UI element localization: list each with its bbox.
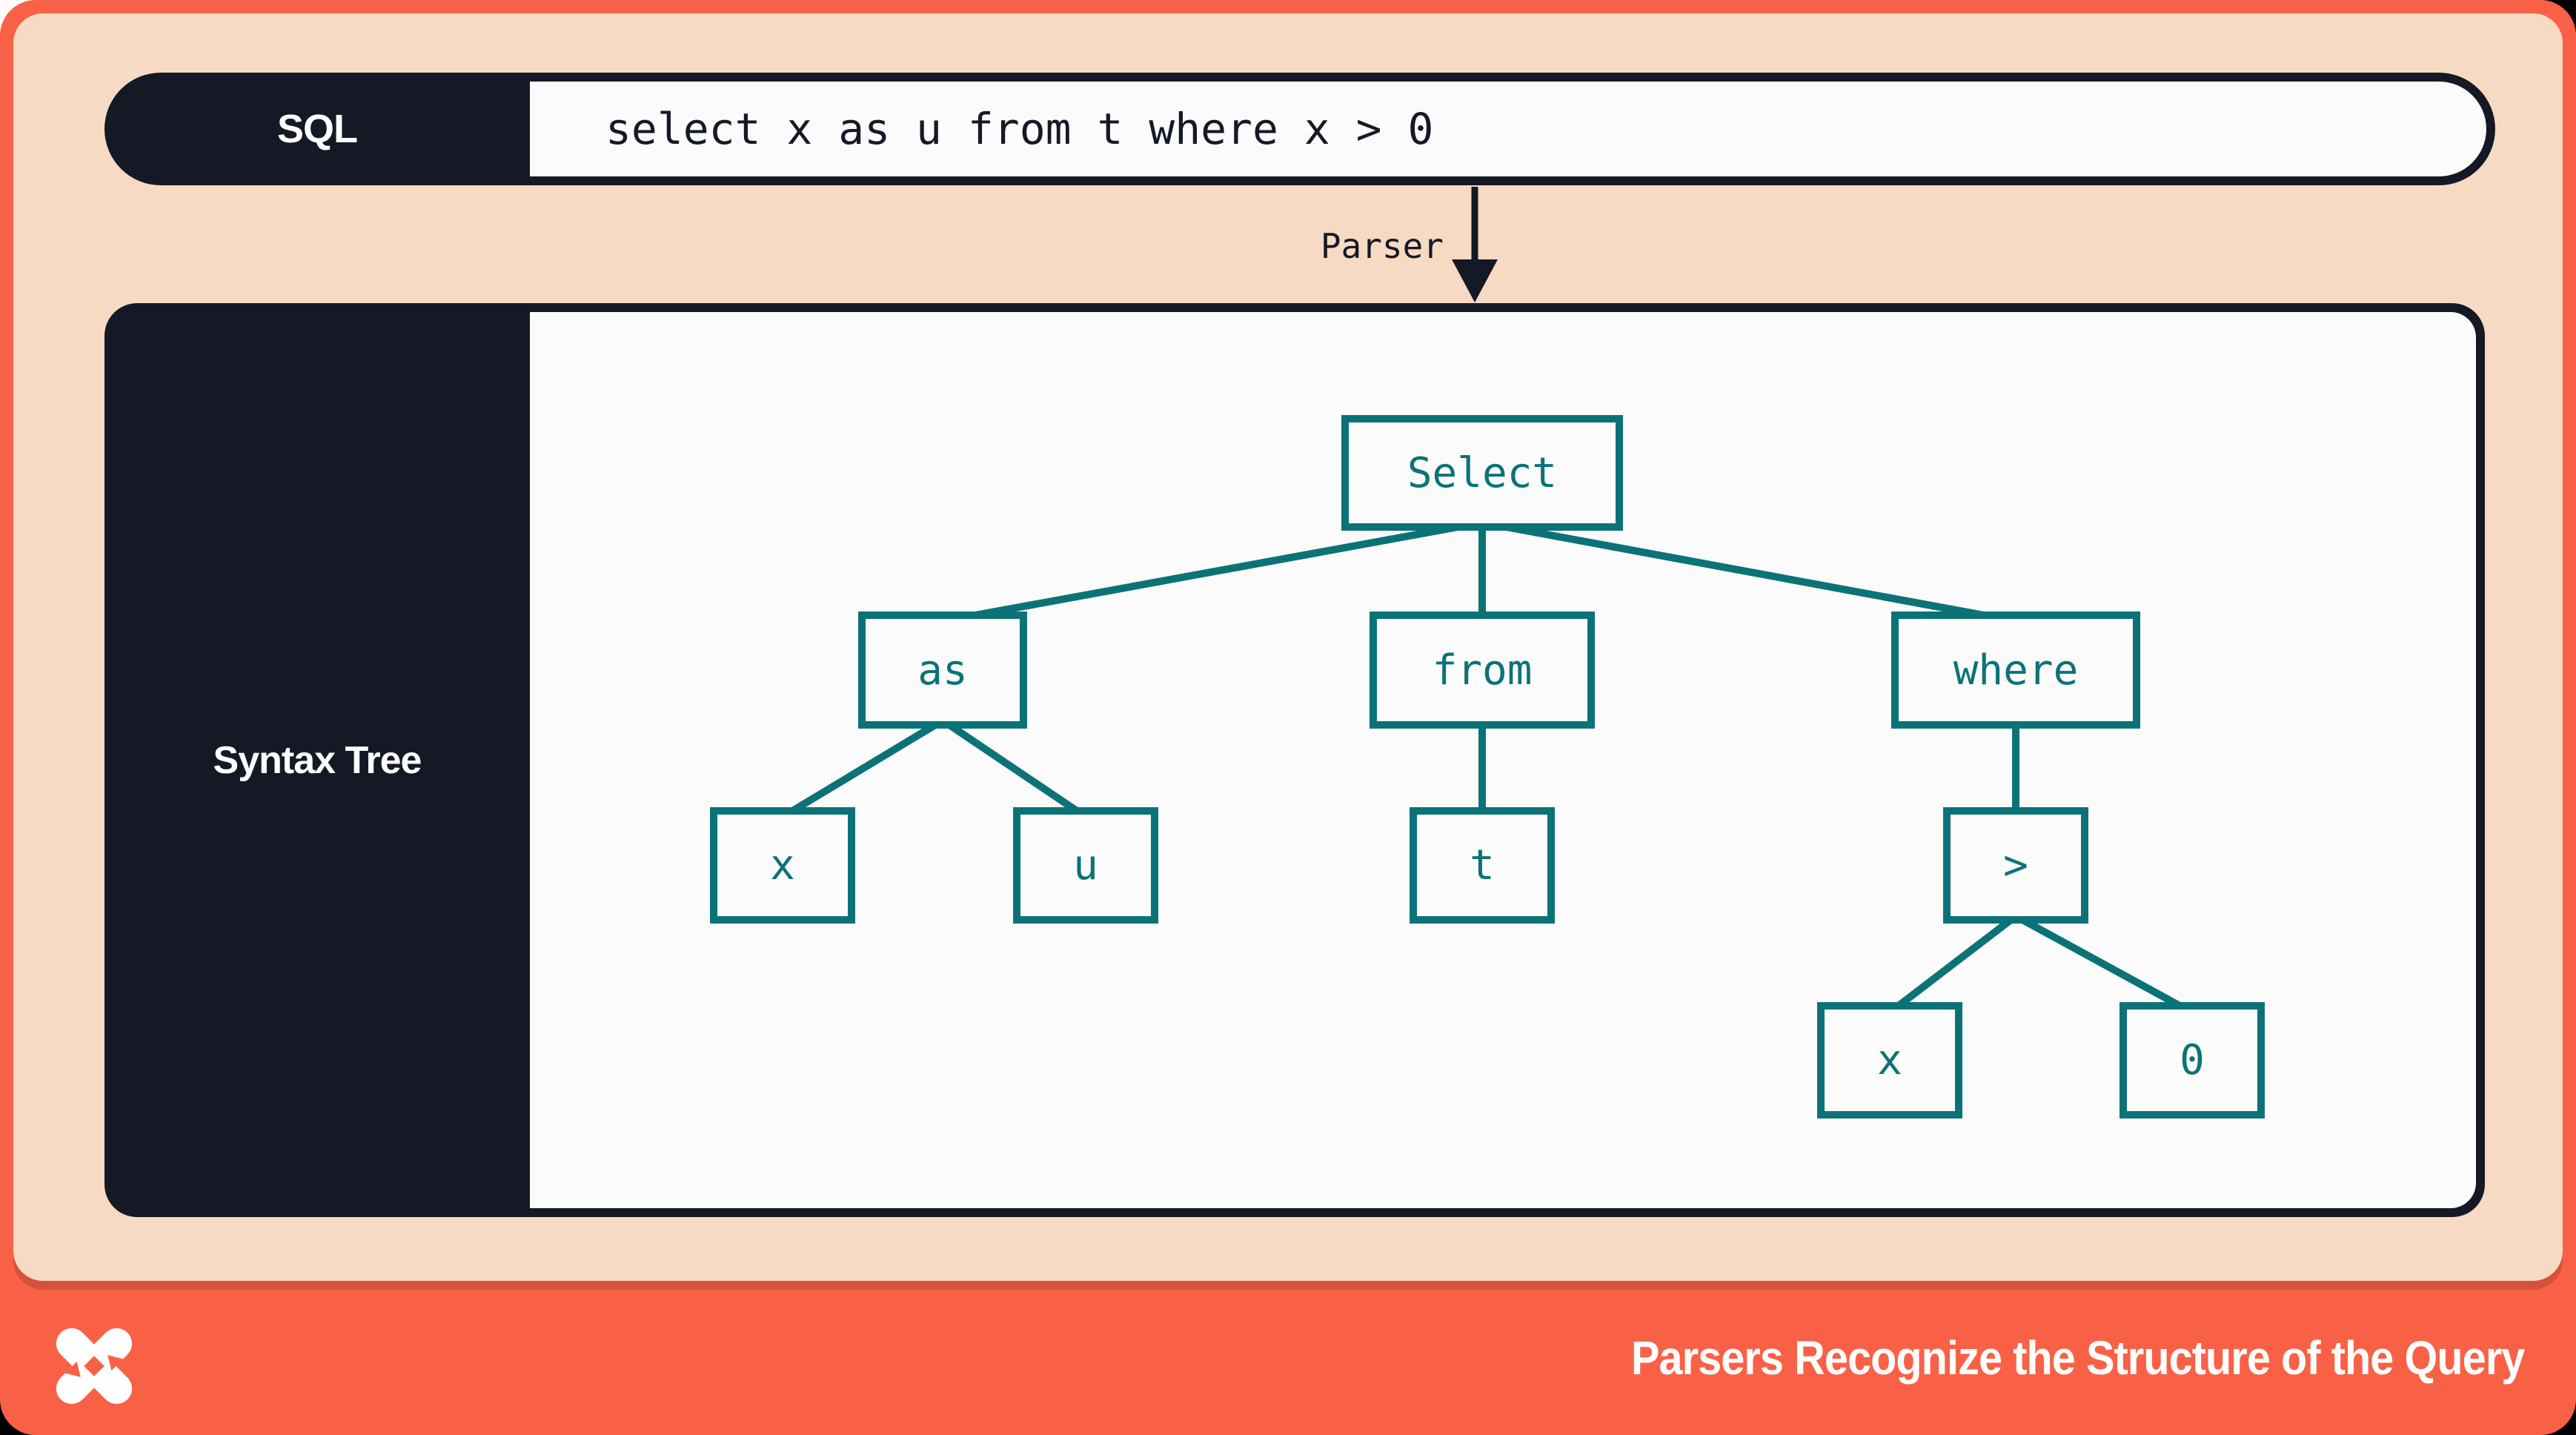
tree-node-from: from xyxy=(1370,612,1595,729)
tree-node-as: as xyxy=(858,612,1027,729)
dolt-x-logo-icon xyxy=(56,1328,133,1405)
tree-node-zero: 0 xyxy=(2119,1002,2265,1118)
tree-node-x2: x xyxy=(1817,1002,1962,1118)
sql-query-text: select x as u from t where x > 0 xyxy=(605,104,1434,154)
tree-node-t: t xyxy=(1410,807,1555,924)
footer-bar: Parsers Recognize the Structure of the Q… xyxy=(0,1281,2576,1435)
parser-label: Parser xyxy=(1320,226,1444,266)
tree-node-select: Select xyxy=(1341,415,1623,531)
tree-node-x1: x xyxy=(710,807,855,924)
sql-bar-label: SQL xyxy=(276,107,358,151)
sql-bar-body xyxy=(530,82,2486,176)
tree-node-u: u xyxy=(1013,807,1158,924)
syntax-tree-label: Syntax Tree xyxy=(213,738,422,782)
tree-node-where: where xyxy=(1891,612,2140,729)
footer-title: Parsers Recognize the Structure of the Q… xyxy=(1630,1331,2524,1385)
tree-node-gt: > xyxy=(1943,807,2088,924)
